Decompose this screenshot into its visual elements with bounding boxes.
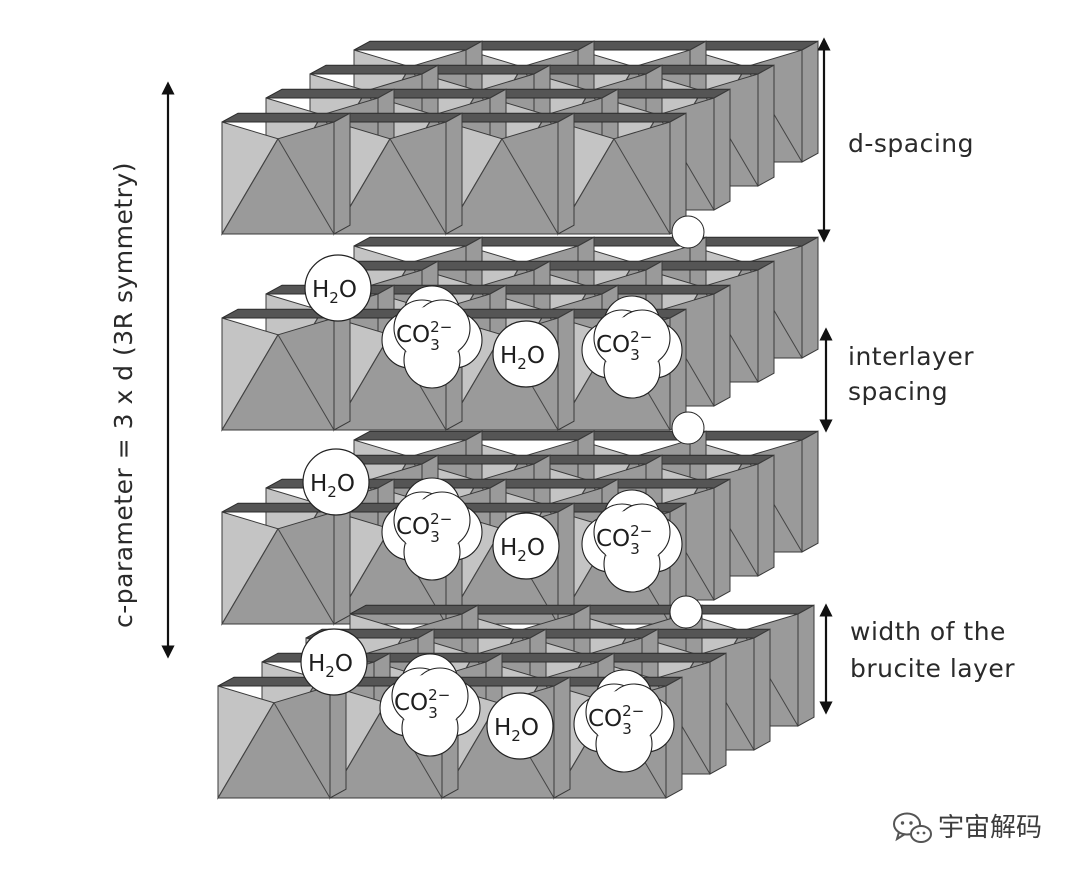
interlayer-label-line1: interlayer — [848, 342, 974, 371]
water-molecule-partial — [671, 215, 705, 249]
water-molecule: H2O — [486, 692, 554, 760]
carbonate-formula: CO2−3 — [396, 510, 452, 546]
d-spacing-label: d-spacing — [848, 129, 974, 158]
brucite-width-label-line1: width of the — [850, 617, 1006, 646]
octahedron — [221, 308, 351, 432]
watermark: 宇宙解码 — [893, 812, 1042, 843]
carbonate-ion: CO2−3 — [581, 489, 683, 593]
water-molecule: H2O — [492, 320, 560, 388]
water-formula: H2O — [312, 277, 357, 307]
interlayer-label-line2: spacing — [848, 377, 948, 406]
water-molecule-partial — [669, 595, 703, 629]
water-molecule: H2O — [304, 254, 372, 322]
brucite-layers — [217, 40, 819, 800]
carbonate-formula: CO2−3 — [396, 318, 452, 354]
water-formula: H2O — [310, 471, 355, 501]
carbonate-formula: CO2−3 — [394, 686, 450, 722]
wechat-icon — [893, 812, 932, 843]
water-molecule: H2O — [302, 448, 370, 516]
carbonate-ion: CO2−3 — [381, 477, 483, 581]
water-formula: H2O — [500, 343, 545, 373]
c-parameter-label: c-parameter = 3 x d (3R symmetry) — [109, 162, 138, 628]
carbonate-ion: CO2−3 — [379, 653, 481, 757]
water-molecule-partial — [671, 411, 705, 445]
carbonate-ion: CO2−3 — [581, 295, 683, 399]
watermark-text: 宇宙解码 — [938, 813, 1042, 843]
brucite-layer — [221, 40, 819, 236]
water-formula: H2O — [308, 651, 353, 681]
water-formula: H2O — [494, 715, 539, 745]
octahedron — [221, 112, 351, 236]
water-molecule: H2O — [300, 628, 368, 696]
carbonate-formula: CO2−3 — [588, 702, 644, 738]
octahedron — [217, 676, 347, 800]
brucite-width-label-line2: brucite layer — [850, 654, 1015, 683]
carbonate-formula: CO2−3 — [596, 522, 652, 558]
carbonate-formula: CO2−3 — [596, 328, 652, 364]
water-formula: H2O — [500, 535, 545, 565]
carbonate-ion: CO2−3 — [381, 285, 483, 389]
water-molecule: H2O — [492, 512, 560, 580]
carbonate-ion: CO2−3 — [573, 669, 675, 773]
